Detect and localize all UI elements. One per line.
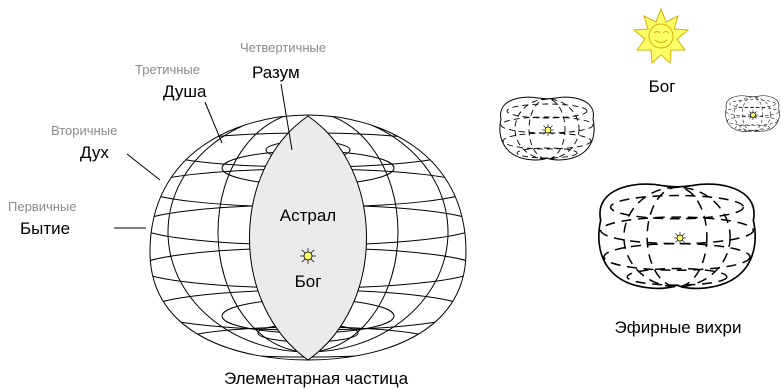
level-sub-label-tertiary: Третичные <box>135 62 200 77</box>
leader-line-mind <box>280 83 293 151</box>
ether-vortex-large <box>597 183 757 290</box>
level-main-label-mind: Разум <box>252 63 300 82</box>
ether-vortices-panel: Бог <box>499 7 780 337</box>
astral-lens <box>249 115 367 361</box>
level-sub-label-primary: Первичные <box>8 199 77 214</box>
small-sun-icon <box>542 124 554 136</box>
astral-label: Астрал <box>280 206 336 225</box>
sun-face-icon <box>632 7 690 65</box>
small-sun-icon <box>300 248 316 264</box>
small-sun-icon <box>748 110 758 120</box>
elementary-particle: Астрал Бог Первичные Бытие Вторичные Дух… <box>8 40 467 388</box>
ether-vortex-right <box>725 95 780 132</box>
particle-outline <box>149 114 467 361</box>
level-main-label-soul: Душа <box>163 82 207 101</box>
level-main-label-being: Бытие <box>20 219 70 238</box>
level-sub-label-secondary: Вторичные <box>51 123 117 138</box>
leader-line-spirit <box>126 153 161 181</box>
ether-vortices-caption: Эфирные вихри <box>615 318 742 337</box>
ether-vortex-left <box>499 96 595 161</box>
leader-line-soul <box>204 101 223 144</box>
small-sun-icon <box>674 232 686 244</box>
god-label: Бог <box>649 77 676 96</box>
level-main-label-spirit: Дух <box>80 143 109 162</box>
god-inner-label: Бог <box>295 272 322 291</box>
particle-caption: Элементарная частица <box>224 369 409 388</box>
level-sub-label-quaternary: Четвертичные <box>240 40 326 55</box>
